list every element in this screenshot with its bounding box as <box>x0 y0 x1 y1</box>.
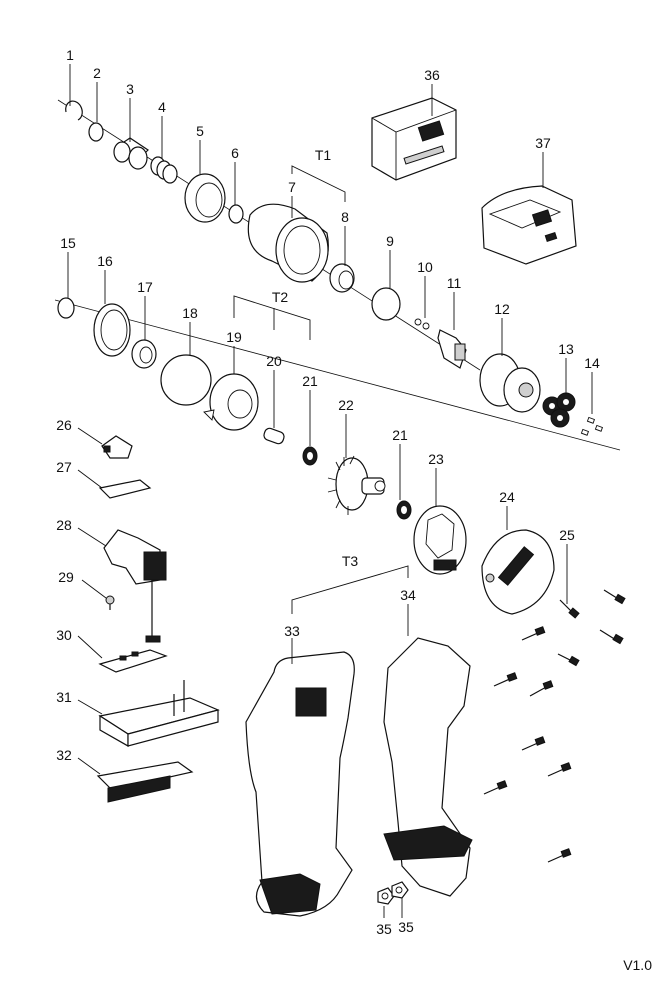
label-part-25: 25 <box>559 527 575 543</box>
label-part-23: 23 <box>428 451 444 467</box>
part-sleeve <box>113 137 149 170</box>
label-part-6: 6 <box>231 145 239 161</box>
leader-lines <box>67 64 593 918</box>
label-part-1: 1 <box>66 47 74 63</box>
label-part-10: 10 <box>417 259 433 275</box>
label-part-27: 27 <box>56 459 72 475</box>
part-housing-right <box>383 637 473 897</box>
label-part-7: 7 <box>288 179 296 195</box>
label-part-20: 20 <box>266 353 282 369</box>
label-part-3: 3 <box>126 81 134 97</box>
label-part-21-lower: 21 <box>392 427 408 443</box>
part-oring-6 <box>228 204 244 224</box>
label-part-22: 22 <box>338 397 354 413</box>
label-part-26: 26 <box>56 417 72 433</box>
part-terminal-block <box>96 761 194 803</box>
label-part-16: 16 <box>97 253 113 269</box>
label-part-18: 18 <box>182 305 198 321</box>
part-cone-cap <box>184 173 226 223</box>
part-hammer-case <box>247 203 329 283</box>
part-spindle <box>203 373 259 431</box>
label-part-31: 31 <box>56 689 72 705</box>
part-bearing-17 <box>131 339 157 369</box>
part-housing-left <box>245 651 355 917</box>
label-part-35-right: 35 <box>398 919 414 935</box>
label-t1: T1 <box>315 147 332 163</box>
label-part-11: 11 <box>447 275 462 291</box>
part-planet-gears <box>542 392 576 428</box>
part-pad <box>98 479 152 499</box>
part-anvil <box>437 329 467 369</box>
label-part-34: 34 <box>400 587 416 603</box>
part-switch-lever <box>101 435 133 459</box>
label-part-21-upper: 21 <box>302 373 318 389</box>
part-oring-18 <box>160 354 212 406</box>
part-ring-15 <box>57 297 75 319</box>
part-trigger-switch <box>103 529 167 643</box>
part-balls <box>414 318 430 330</box>
part-spring <box>150 156 178 184</box>
part-battery-pack <box>371 97 457 181</box>
label-part-14: 14 <box>584 355 600 371</box>
axis-line-lower <box>54 299 621 451</box>
label-part-15: 15 <box>60 235 76 251</box>
label-part-13: 13 <box>558 341 574 357</box>
label-part-19: 19 <box>226 329 242 345</box>
label-part-36: 36 <box>424 67 440 83</box>
part-hammer <box>479 353 541 413</box>
label-part-28: 28 <box>56 517 72 533</box>
label-part-4: 4 <box>158 99 166 115</box>
part-terminal-board <box>98 680 220 748</box>
part-indicator-board <box>98 649 168 673</box>
label-part-33: 33 <box>284 623 300 639</box>
part-circlip <box>65 100 83 121</box>
label-t3: T3 <box>342 553 359 569</box>
part-nuts <box>377 881 409 905</box>
part-stator <box>413 505 467 575</box>
part-gear-case-ring <box>93 303 131 357</box>
label-t2: T2 <box>272 289 289 305</box>
part-needle-bearing <box>263 427 285 445</box>
part-pins <box>580 416 604 436</box>
label-part-32: 32 <box>56 747 72 763</box>
label-part-35-left: 35 <box>376 921 392 937</box>
part-bearing-8 <box>329 263 355 293</box>
part-oring-9 <box>371 287 401 321</box>
label-part-37: 37 <box>535 135 551 151</box>
part-ring-2 <box>88 122 104 142</box>
label-part-5: 5 <box>196 123 204 139</box>
label-part-24: 24 <box>499 489 515 505</box>
part-rotor-fan <box>327 455 386 515</box>
label-part-2: 2 <box>93 65 101 81</box>
version-label: V1.0 <box>623 957 652 973</box>
part-screws <box>483 589 626 863</box>
label-part-17: 17 <box>137 279 153 295</box>
label-part-29: 29 <box>58 569 74 585</box>
label-part-8: 8 <box>341 209 349 225</box>
label-part-30: 30 <box>56 627 72 643</box>
part-charger <box>481 185 577 265</box>
label-part-9: 9 <box>386 233 394 249</box>
label-part-12: 12 <box>494 301 510 317</box>
part-small-screw <box>105 595 115 610</box>
part-rear-cover <box>481 529 555 615</box>
